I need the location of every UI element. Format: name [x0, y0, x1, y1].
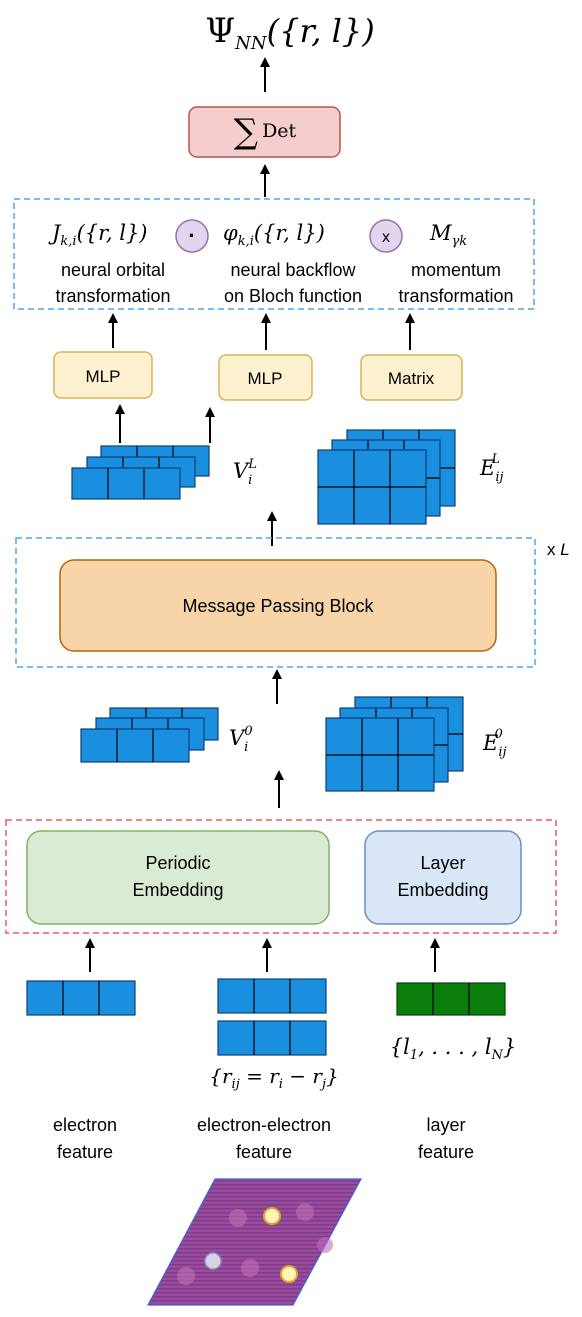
- times-icon: [369, 219, 403, 253]
- ee-label-line2: feature: [236, 1142, 292, 1162]
- embedding-dashed-box: [5, 819, 557, 934]
- v-0-feature-stack: [80, 707, 219, 763]
- sum-det-box: [188, 106, 341, 158]
- orbital-dashed-box: [13, 198, 535, 310]
- wavefunction-label: ΨNN({r, l}): [205, 11, 374, 54]
- e-0-label: Eij0: [482, 727, 507, 760]
- periodic-embedding-line2: Embedding: [132, 880, 223, 900]
- sum-det-label: ∑Det: [234, 112, 297, 152]
- moire-unit-cell-image: [147, 1178, 363, 1306]
- ee-feature-block-bottom: [217, 1020, 327, 1056]
- electron-marker-2: [204, 1252, 222, 1270]
- dot-product-icon: [175, 219, 209, 253]
- orbital-col3-line1: momentum: [411, 260, 501, 280]
- matrix-box: [360, 354, 463, 401]
- v-l-label: ViL: [233, 457, 257, 488]
- mlp-label-2: MLP: [248, 369, 283, 388]
- electron-marker-1: [263, 1207, 281, 1225]
- repeat-l-label: x L: [547, 540, 570, 559]
- orbital-col2-line2: on Bloch function: [224, 286, 362, 306]
- e-l-feature-stack: [317, 429, 456, 525]
- electron-marker-3: [280, 1265, 298, 1283]
- mlp-label-1: MLP: [86, 367, 121, 386]
- v-0-label: Vi0: [229, 724, 253, 755]
- momentum-matrix-symbol: Mγk: [429, 221, 467, 249]
- orbital-col1-line2: transformation: [55, 286, 170, 306]
- periodic-embedding-box: [26, 830, 330, 925]
- electron-label-line2: feature: [57, 1142, 113, 1162]
- layer-feature-block: [396, 982, 506, 1016]
- mlp-box-2: [218, 354, 313, 401]
- j-orbital-symbol: Jk,i({r, l}): [48, 221, 148, 249]
- mlp-box-1: [53, 351, 153, 399]
- ee-feature-block-top: [217, 978, 327, 1014]
- periodic-embedding-line1: Periodic: [145, 853, 210, 873]
- layer-embedding-line2: Embedding: [397, 880, 488, 900]
- electron-feature-block: [26, 980, 136, 1016]
- e-0-feature-stack: [325, 696, 464, 792]
- orbital-col1-line1: neural orbital: [61, 260, 165, 280]
- layer-embedding-box: [364, 830, 522, 925]
- electron-label-line1: electron: [53, 1115, 117, 1135]
- matrix-label: Matrix: [388, 369, 435, 388]
- dot-product-symbol: ·: [188, 223, 195, 248]
- phi-orbital-symbol: φk,i({r, l}): [223, 221, 325, 249]
- message-passing-dashed-box: [15, 537, 536, 668]
- message-passing-label: Message Passing Block: [182, 596, 374, 616]
- ee-label-line1: electron-electron: [197, 1115, 331, 1135]
- layer-embedding-line1: Layer: [420, 853, 465, 873]
- layer-label-line2: feature: [418, 1142, 474, 1162]
- v-l-feature-stack: [71, 445, 210, 500]
- orbital-col2-line1: neural backflow: [230, 260, 356, 280]
- times-symbol: x: [382, 229, 390, 246]
- e-l-label: EijL: [479, 452, 504, 485]
- layer-label-line1: layer: [426, 1115, 465, 1135]
- layer-set-formula: {l1, . . . , lN}: [390, 1035, 517, 1063]
- message-passing-block: [59, 559, 497, 652]
- rij-formula: {rij = ri − rj}: [209, 1064, 339, 1092]
- orbital-col3-line2: transformation: [398, 286, 513, 306]
